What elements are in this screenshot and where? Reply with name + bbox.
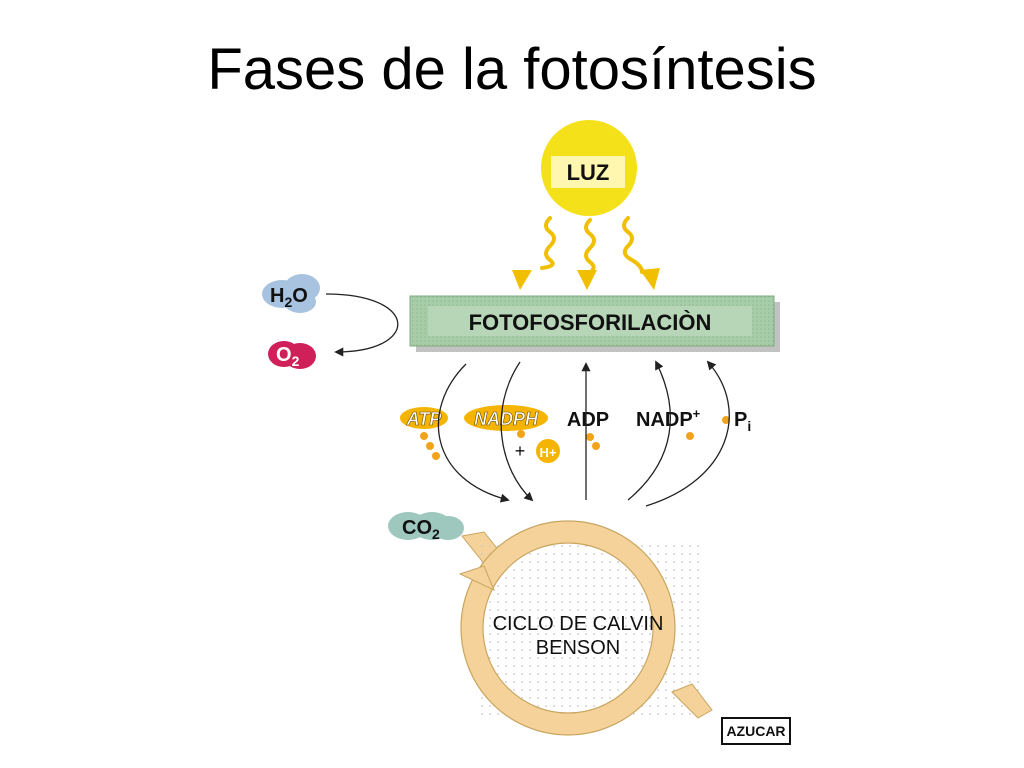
nadp-arrow	[627, 360, 672, 501]
pi-arrow	[645, 360, 730, 507]
calvin-cycle-arrowhead	[458, 565, 495, 592]
light-phase-label: FOTOFOSFORILACIÒN	[469, 310, 712, 335]
calvin-cycle-label-line2: BENSON	[536, 637, 620, 659]
hplus-label: H+	[540, 445, 557, 460]
adp-group: ADP	[567, 409, 609, 450]
sugar-box-frame	[721, 717, 791, 745]
co2-molecule: CO2	[388, 512, 464, 542]
light-ray-left-head	[512, 270, 532, 290]
sun-label: LUZ	[567, 160, 610, 185]
calvin-cycle-ring-outer	[460, 520, 676, 736]
oxygen-molecule: O2	[268, 341, 316, 369]
sun: LUZ	[541, 120, 637, 216]
atp-arrow	[437, 363, 510, 503]
sun-label-box	[551, 156, 625, 188]
phase-arrows	[437, 360, 730, 507]
nadph-label: NADPH	[474, 409, 539, 429]
nadp-group: NADP+	[636, 406, 701, 440]
pi-label: Pi	[734, 409, 751, 434]
calvin-cycle-ring	[461, 521, 675, 735]
adp-label: ADP	[567, 409, 609, 431]
oxygen-label: O2	[276, 344, 300, 369]
calvin-cycle-label-line1: CICLO DE CALVIN	[493, 613, 664, 635]
light-ray-center	[584, 218, 596, 276]
pi-group: Pi	[722, 409, 751, 434]
atp-label: ATP	[406, 409, 443, 429]
light-phase-label-box	[428, 306, 752, 336]
nadph-arrow	[500, 361, 534, 502]
light-ray-right-head	[640, 268, 660, 290]
sugar-label: AZUCAR	[726, 723, 785, 739]
calvin-cycle: CICLO DE CALVIN BENSON	[458, 520, 700, 736]
plus-sign: +	[515, 441, 526, 461]
light-rays	[540, 216, 644, 276]
hplus-badge: H+	[536, 439, 560, 463]
nadp-label: NADP+	[636, 406, 701, 431]
nadph-badge: NADPH	[464, 405, 548, 438]
light-ray-left	[540, 216, 556, 270]
water-to-oxygen-arrow	[325, 293, 399, 357]
sugar-output-arrow	[671, 683, 713, 719]
atp-badge: ATP	[400, 407, 448, 460]
water-label: H2O	[270, 285, 308, 310]
co2-label: CO2	[402, 517, 440, 542]
light-ray-center-head	[577, 270, 597, 290]
light-ray-right	[622, 216, 644, 274]
light-phase-box: FOTOFOSFORILACIÒN	[409, 295, 780, 352]
sugar-box: AZUCAR	[721, 717, 791, 745]
water-molecule: H2O	[262, 274, 320, 313]
page-title: Fases de la fotosíntesis	[207, 37, 817, 102]
calvin-cycle-ring-inner	[482, 542, 654, 714]
